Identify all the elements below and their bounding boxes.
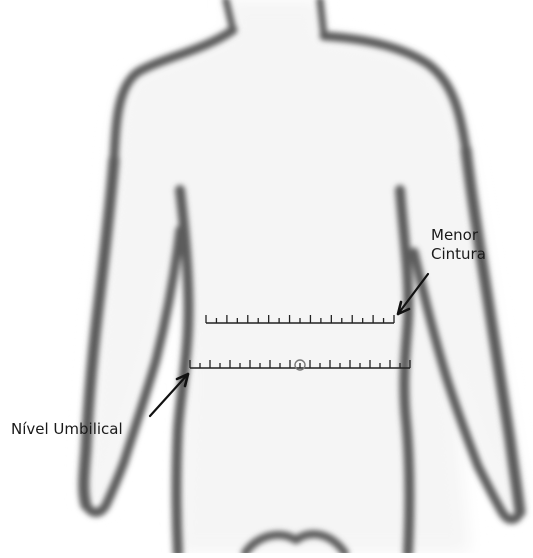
smallest-waist-label: Menor Cintura: [431, 226, 486, 264]
smallest-waist-label-line1: Menor: [431, 226, 486, 245]
smallest-waist-label-line2: Cintura: [431, 245, 486, 264]
body-fill: [84, 0, 526, 553]
neck-right-outline: [320, 0, 324, 36]
umbilical-level-label: Nível Umbilical: [11, 420, 123, 439]
